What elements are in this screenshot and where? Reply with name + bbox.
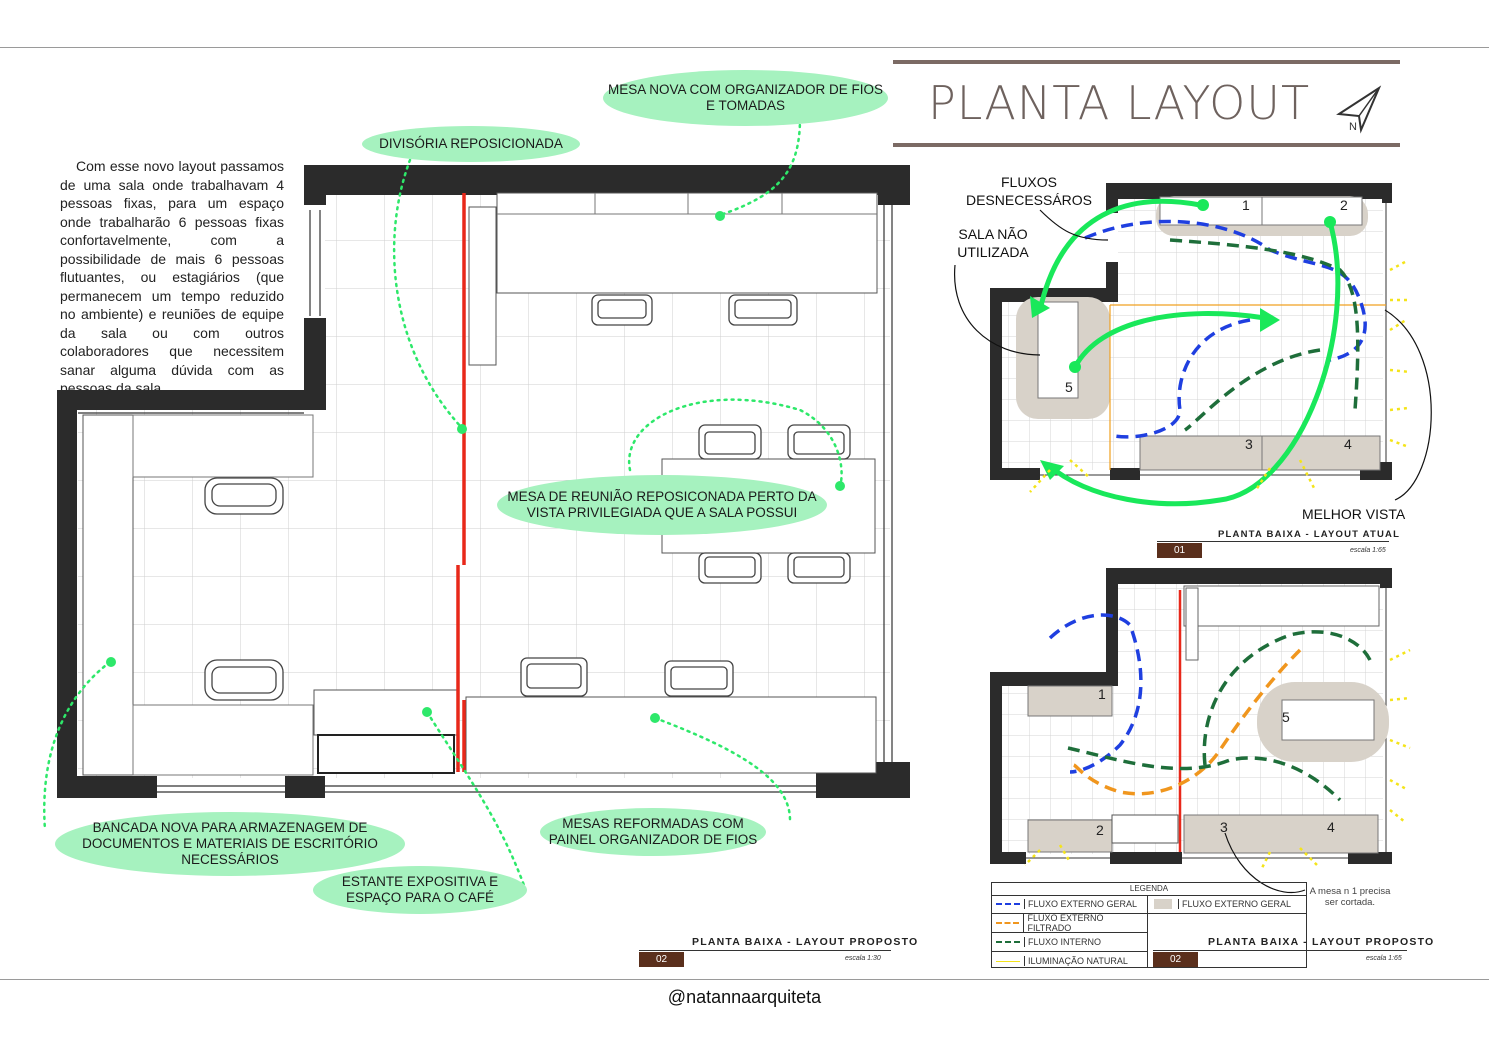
windows xyxy=(78,205,893,793)
meeting-chairs xyxy=(698,424,851,584)
display-shelf xyxy=(317,734,455,774)
legend-box: LEGENDA FLUXO EXTERNO GERAL FLUXO EXTERN… xyxy=(991,882,1307,968)
repositioned-partition xyxy=(456,193,466,772)
legend-swatch-blue xyxy=(996,903,1020,905)
legend-label-light: ILUMINAÇÃO NATURAL xyxy=(1024,956,1128,966)
current-desk-5: 5 xyxy=(1065,379,1073,395)
page-title: PLANTA LAYOUT xyxy=(928,76,1311,130)
label-best-view: MELHOR VISTA xyxy=(1302,506,1406,522)
callout-storage-bench: BANCADA NOVA PARA ARMAZENAGEM DE DOCUMEN… xyxy=(55,812,405,876)
callout-display-shelf: ESTANTE EXPOSITIVA E ESPAÇO PARA O CAFÉ xyxy=(313,866,527,914)
legend-item-filtered: FLUXO EXTERNO FILTRADO xyxy=(992,913,1147,933)
title-top-bar xyxy=(893,60,1400,64)
new-desk-top xyxy=(496,192,878,294)
proposed-desk-1: 1 xyxy=(1098,686,1106,702)
callout-partition: DIVISÓRIA REPOSICIONADA xyxy=(362,126,580,162)
legend-divider xyxy=(1147,895,1148,967)
main-walls xyxy=(57,165,910,798)
proposed-desk-2: 2 xyxy=(1096,822,1104,838)
label-unused-room: SALA NÃO UTILIZADA xyxy=(957,226,1029,260)
current-desk-3: 3 xyxy=(1245,436,1253,452)
legend-item-external: FLUXO EXTERNO GERAL xyxy=(992,895,1147,914)
renovated-desks xyxy=(465,696,877,774)
legend-label-area: FLUXO EXTERNO GERAL xyxy=(1178,899,1291,909)
legend-label-external: FLUXO EXTERNO GERAL xyxy=(1024,899,1137,909)
legend-item-area: FLUXO EXTERNO GERAL xyxy=(1148,895,1306,914)
top-border-line xyxy=(0,47,1489,48)
main-sheet-title: PLANTA BAIXA - LAYOUT PROPOSTO xyxy=(692,936,919,948)
footer-handle: @natannaarquiteta xyxy=(667,987,822,1007)
legend-item-internal: FLUXO INTERNO xyxy=(992,933,1147,952)
main-sheet-scale: escala 1:30 xyxy=(845,955,881,962)
title-bottom-bar xyxy=(893,143,1400,147)
partition-shelf xyxy=(468,206,497,366)
legend-swatch-green xyxy=(996,941,1020,943)
legend-label-filtered: FLUXO EXTERNO FILTRADO xyxy=(1023,913,1147,933)
proposed-sheet-scale: escala 1:65 xyxy=(1366,955,1402,962)
desk-cut-note: A mesa n 1 precisa ser cortada. xyxy=(1309,886,1391,908)
proposed-desk-4: 4 xyxy=(1327,819,1335,835)
callout-new-desk: MESA NOVA COM ORGANIZADOR DE FIOS E TOMA… xyxy=(603,70,888,126)
proposed-sheet-line xyxy=(1153,950,1407,951)
north-arrow-icon: N xyxy=(1336,85,1382,134)
current-sheet-scale: escala 1:65 xyxy=(1350,547,1386,554)
legend-swatch-yellow xyxy=(996,960,1020,962)
proposed-sheet-title: PLANTA BAIXA - LAYOUT PROPOSTO xyxy=(1208,936,1435,948)
legend-swatch-area xyxy=(1154,899,1172,909)
leader-dots xyxy=(106,211,845,723)
main-sheet-line xyxy=(639,950,891,951)
label-unnecessary-flows: FLUXOS DESNECESSÁROS xyxy=(965,174,1093,208)
left-desk-upper xyxy=(132,414,314,478)
left-desk-chairs xyxy=(204,477,284,701)
current-sheet-title: PLANTA BAIXA - LAYOUT ATUAL xyxy=(1218,529,1401,540)
callout-meeting-table: MESA DE REUNIÃO REPOSICONADA PERTO DA VI… xyxy=(497,475,827,535)
current-desk-1: 1 xyxy=(1242,197,1250,213)
main-sheet-number: 02 xyxy=(639,952,684,967)
legend-label-internal: FLUXO INTERNO xyxy=(1024,937,1101,947)
bottom-desk-chairs xyxy=(520,657,734,697)
proposed-desk-3: 3 xyxy=(1220,819,1228,835)
current-sheet-number: 01 xyxy=(1157,543,1202,558)
proposed-sheet-number: 02 xyxy=(1153,952,1198,967)
legend-item-light: ILUMINAÇÃO NATURAL xyxy=(992,952,1147,970)
storage-bench xyxy=(82,414,134,776)
current-sheet-line xyxy=(1157,541,1389,542)
chairs-top-desk xyxy=(591,294,798,326)
left-desk-lower xyxy=(132,704,314,776)
callout-leaders xyxy=(43,116,843,890)
legend-title: LEGENDA xyxy=(992,883,1306,896)
intro-paragraph: Com esse novo layout passamos de uma sal… xyxy=(60,158,284,396)
callout-renovated-desks: MESAS REFORMADAS COM PAINEL ORGANIZADOR … xyxy=(540,808,766,856)
proposed-desk-5: 5 xyxy=(1282,709,1290,725)
current-desk-4: 4 xyxy=(1344,436,1352,452)
legend-swatch-orange xyxy=(996,922,1020,924)
coffee-cabinet xyxy=(313,689,459,736)
svg-text:N: N xyxy=(1349,121,1357,133)
current-desk-2: 2 xyxy=(1340,197,1348,213)
bottom-border-line xyxy=(0,979,1489,980)
